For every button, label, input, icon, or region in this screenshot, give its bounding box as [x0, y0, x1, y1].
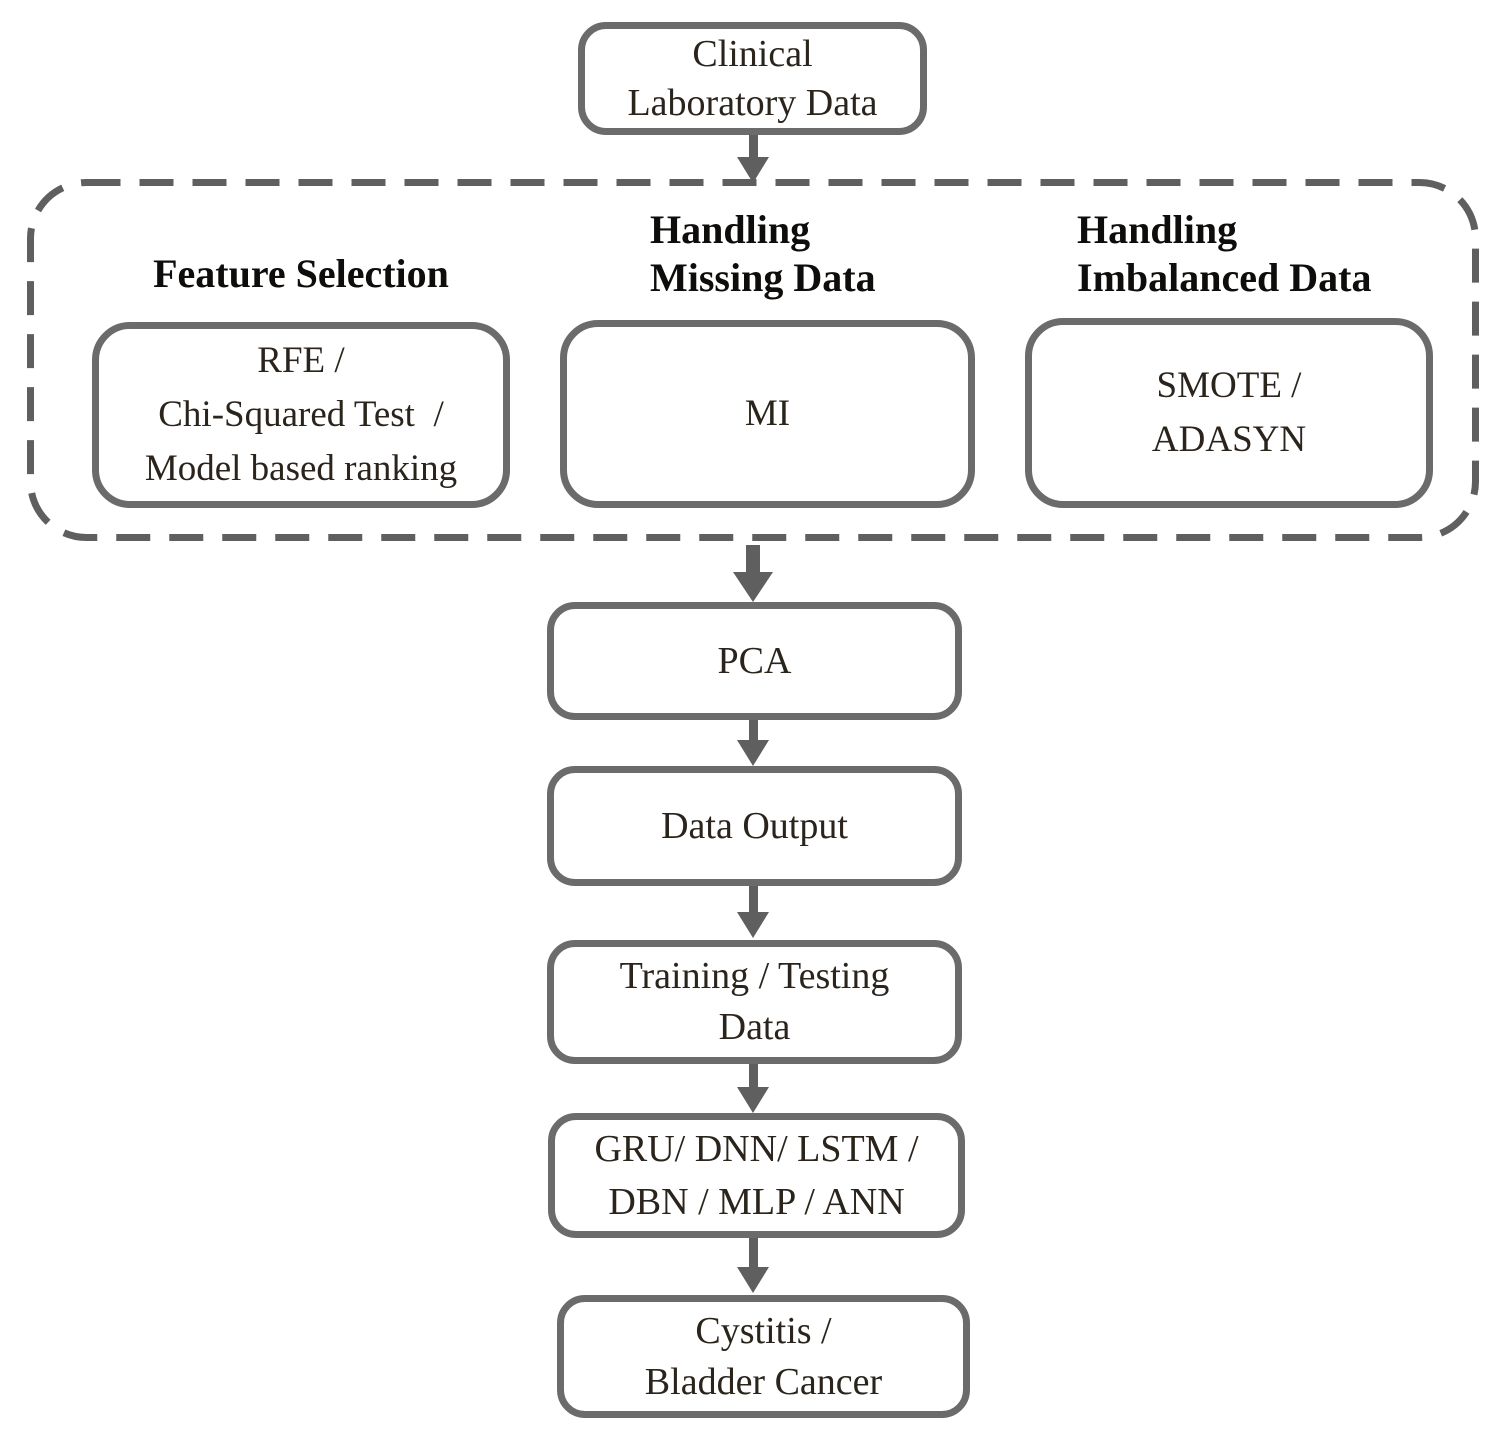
arrow-head	[733, 572, 773, 602]
node-text-line: Data Output	[661, 805, 848, 847]
node-text-line: ADASYN	[1151, 419, 1307, 460]
node-data-output: Data Output	[547, 766, 962, 886]
preprocessing-group-dashed-border	[27, 179, 1479, 541]
node-mi: MI	[560, 320, 975, 508]
node-text-line: Training / Testing	[619, 955, 890, 997]
node-text-line: Model based ranking	[144, 448, 458, 489]
node-neural-network-models: GRU/ DNN/ LSTM / DBN / MLP / ANN	[548, 1113, 965, 1238]
dashed-rect	[27, 179, 1479, 541]
node-text-line: RFE /	[257, 340, 345, 381]
heading-handling-missing-data: Handling Missing Data	[650, 206, 876, 302]
arrow-stem	[748, 135, 758, 157]
node-training-testing-data: Training / Testing Data	[547, 940, 962, 1064]
node-pca: PCA	[547, 602, 962, 720]
arrow-training-to-models	[733, 1064, 773, 1113]
arrow-stem	[748, 886, 758, 912]
arrow-head	[737, 912, 769, 938]
arrow-stem	[748, 1238, 758, 1267]
node-text-line: Chi-Squared Test /	[158, 394, 444, 435]
node-cystitis-bladder-cancer: Cystitis / Bladder Cancer	[557, 1295, 970, 1418]
arrow-head	[737, 740, 769, 766]
node-text-line: Cystitis /	[695, 1309, 832, 1352]
node-text-line: Clinical	[692, 32, 813, 75]
arrow-preprocessing-to-pca	[733, 545, 773, 602]
arrow-models-to-outcome	[733, 1238, 773, 1293]
node-text-line: Bladder Cancer	[644, 1360, 883, 1403]
node-text-line: MI	[744, 393, 791, 434]
arrow-stem	[746, 545, 760, 572]
heading-text-line: Handling	[650, 207, 811, 252]
arrow-stem	[748, 1064, 758, 1087]
arrow-stem	[748, 720, 758, 740]
arrow-data-output-to-training	[733, 886, 773, 938]
heading-text-line: Handling	[1077, 207, 1238, 252]
node-text-line: GRU/ DNN/ LSTM /	[594, 1127, 919, 1170]
arrow-head	[737, 1267, 769, 1293]
heading-text-line: Feature Selection	[153, 251, 449, 296]
node-text-line: DBN / MLP / ANN	[608, 1180, 905, 1223]
arrow-head	[737, 1087, 769, 1113]
node-smote-adasyn: SMOTE / ADASYN	[1025, 318, 1433, 508]
heading-text-line: Imbalanced Data	[1077, 255, 1372, 300]
arrow-head	[737, 157, 769, 183]
node-text-line: Laboratory Data	[627, 81, 878, 124]
node-text-line: PCA	[717, 640, 792, 682]
heading-handling-imbalanced-data: Handling Imbalanced Data	[1077, 206, 1371, 302]
arrow-pca-to-data-output	[733, 720, 773, 766]
node-feature-selection-methods: RFE / Chi-Squared Test / Model based ran…	[92, 322, 510, 508]
node-text-line: SMOTE /	[1156, 365, 1302, 406]
arrow-source-to-preprocessing	[733, 135, 773, 183]
node-text-line: Data	[718, 1006, 791, 1048]
node-clinical-laboratory-data: Clinical Laboratory Data	[578, 22, 927, 135]
heading-text-line: Missing Data	[650, 255, 876, 300]
heading-feature-selection: Feature Selection	[92, 250, 510, 298]
